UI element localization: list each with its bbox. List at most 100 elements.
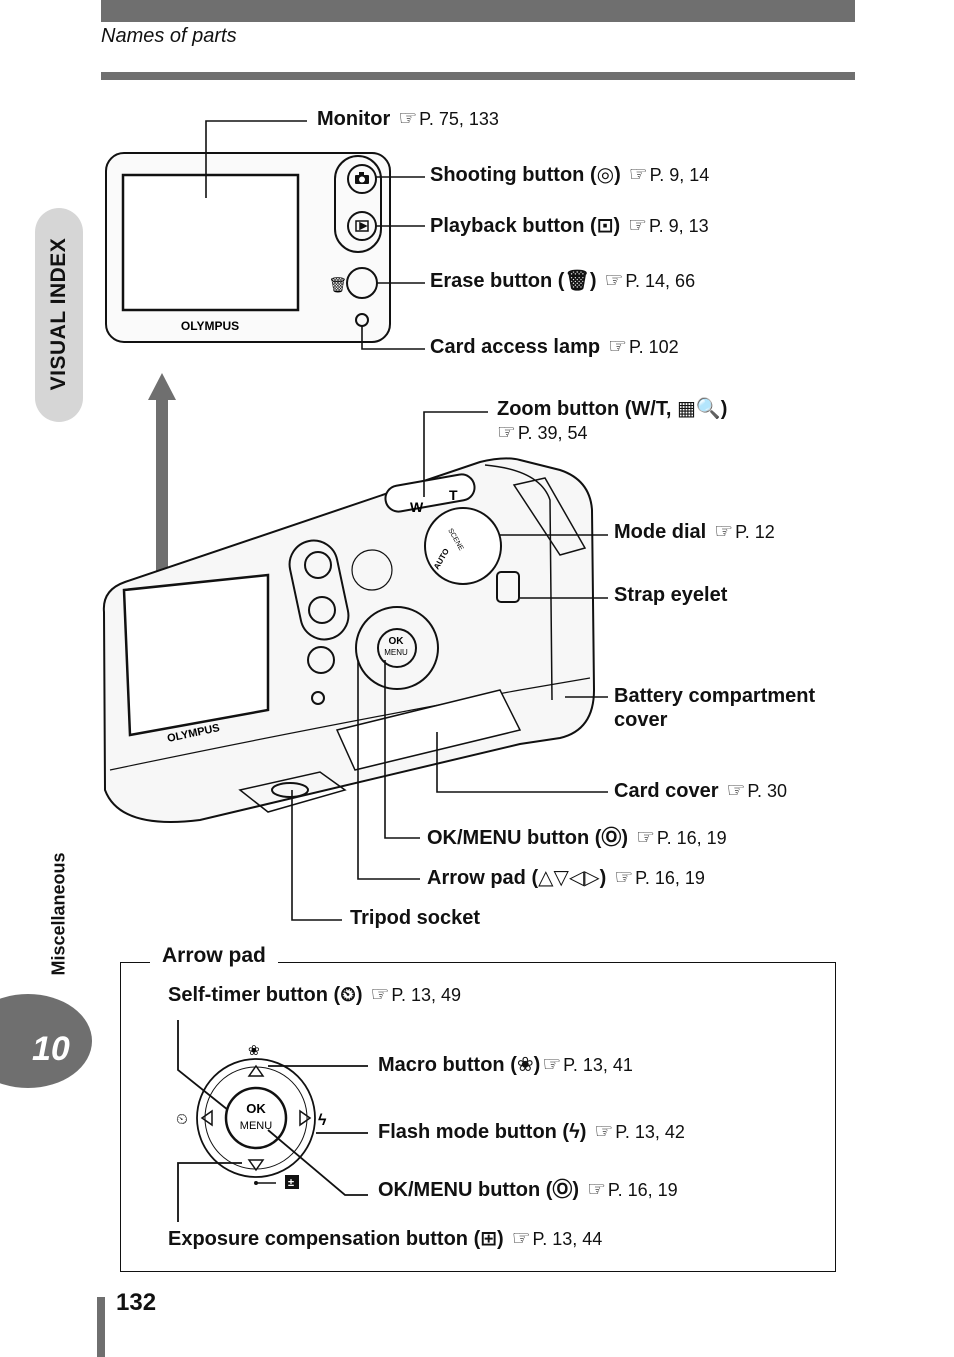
- label-macro: Macro button (❀)☞P. 13, 41: [378, 1053, 633, 1077]
- label-ok-menu-ref: P. 16, 19: [656, 828, 727, 848]
- label-ok-menu-closeup-close: ): [572, 1179, 580, 1201]
- tulip-icon: ❀: [248, 1042, 260, 1058]
- label-ok-menu-closeup-ref: P. 16, 19: [607, 1180, 678, 1200]
- label-mode-dial-ref: P. 12: [735, 522, 775, 542]
- pointing-hand-icon: ☞: [398, 107, 418, 130]
- label-battery-line1: Battery compartment: [614, 685, 816, 707]
- playback-icon: [355, 220, 369, 232]
- label-zoom-close: ): [720, 398, 728, 420]
- pointing-hand-icon: ☞: [714, 520, 734, 543]
- pointing-hand-icon: ☞: [511, 1227, 531, 1250]
- tulip-icon: ❀: [516, 1054, 534, 1076]
- menu-label-perspective: MENU: [384, 648, 408, 657]
- pointing-hand-icon: ☞: [614, 866, 634, 889]
- leader-lines: [205, 120, 608, 921]
- arrow-pad-closeup: [177, 1020, 368, 1222]
- label-arrow-pad: Arrow pad (△▽◁▷)☞P. 16, 19: [427, 866, 705, 890]
- label-monitor-ref: P. 75, 133: [419, 109, 499, 129]
- label-arrow-pad-name: Arrow pad (: [427, 867, 539, 889]
- camera-back-view: [105, 152, 391, 343]
- label-card-cover: Card cover ☞P. 30: [614, 779, 787, 803]
- label-erase-name: Erase button (: [430, 270, 565, 292]
- page-number-bar: [97, 1297, 105, 1357]
- ok-label-closeup: OK: [246, 1101, 266, 1116]
- lightning-icon: ϟ: [569, 1121, 580, 1143]
- ok-label-perspective: OK: [389, 636, 405, 647]
- label-lamp-ref: P. 102: [628, 337, 679, 357]
- label-flash: Flash mode button (ϟ)☞P. 13, 42: [378, 1120, 685, 1144]
- pointing-hand-icon: ☞: [370, 983, 390, 1006]
- label-tripod-socket: Tripod socket: [350, 906, 480, 930]
- label-strap-name: Strap eyelet: [614, 584, 728, 606]
- label-playback-button: Playback button (⊡)☞P. 9, 13: [430, 214, 709, 238]
- magnifier-icon: 🔍: [695, 398, 721, 420]
- thumbnail-grid-icon: ▦: [676, 398, 696, 420]
- label-zoom-ref: P. 39, 54: [517, 423, 588, 443]
- label-flash-name: Flash mode button (: [378, 1121, 570, 1143]
- self-timer-icon: ⏲: [176, 1111, 188, 1128]
- label-macro-name: Macro button (: [378, 1054, 517, 1076]
- label-zoom-name: Zoom button (W/T,: [497, 398, 672, 420]
- label-card-cover-ref: P. 30: [747, 781, 788, 801]
- header-bar: [101, 0, 855, 22]
- pointing-hand-icon: ☞: [726, 779, 746, 802]
- label-ok-menu-button: OK/MENU button (Ⓞ)☞P. 16, 19: [427, 826, 727, 850]
- label-ok-menu-name: OK/MENU button (: [427, 827, 602, 849]
- label-ok-menu-closeup-name: OK/MENU button (: [378, 1179, 553, 1201]
- zoom-w-label: W: [410, 499, 424, 515]
- label-zoom-button: Zoom button (W/T, ▦🔍): [497, 397, 727, 421]
- label-self-timer-close: ): [355, 984, 363, 1006]
- label-monitor-name: Monitor: [317, 108, 391, 130]
- chapter-number: 10: [32, 1030, 70, 1068]
- label-shooting-close: ): [614, 164, 621, 186]
- camera-perspective-view: [102, 457, 596, 823]
- trash-icon: 🗑: [564, 270, 590, 292]
- header-rule: [101, 72, 855, 80]
- label-erase-close: ): [589, 270, 597, 292]
- arrow-pad-box: [120, 962, 836, 1272]
- label-card-access-lamp: Card access lamp☞P. 102: [430, 335, 679, 359]
- arrow-keys-icon: △▽◁▷: [538, 867, 600, 889]
- camera-icon: [355, 172, 369, 184]
- label-ok-menu-close: ): [621, 827, 629, 849]
- label-playback-ref: P. 9, 13: [648, 216, 709, 236]
- label-flash-ref: P. 13, 42: [615, 1122, 685, 1142]
- svg-text:±: ±: [288, 1177, 294, 1189]
- label-exposure-close: ): [497, 1228, 504, 1250]
- label-tripod-name: Tripod socket: [350, 907, 481, 929]
- page-number: 132: [116, 1289, 157, 1316]
- label-card-cover-name: Card cover: [614, 780, 719, 802]
- menu-label-closeup: MENU: [240, 1120, 272, 1132]
- label-strap-eyelet: Strap eyelet: [614, 583, 727, 607]
- label-lamp-name: Card access lamp: [430, 336, 601, 358]
- label-flash-close: ): [579, 1121, 587, 1143]
- section-title: Names of parts: [101, 25, 237, 47]
- pointing-hand-icon: ☞: [604, 269, 624, 292]
- pointing-hand-icon: ☞: [628, 163, 648, 186]
- label-self-timer-name: Self-timer button (: [168, 984, 341, 1006]
- plus-minus-icon: ±: [254, 1175, 299, 1189]
- ok-menu-icon: Ⓞ: [552, 1179, 573, 1201]
- label-ok-menu-closeup: OK/MENU button (Ⓞ) ☞P. 16, 19: [378, 1178, 678, 1202]
- self-timer-icon: ⏲: [340, 984, 356, 1006]
- zoom-t-label: T: [449, 487, 458, 503]
- label-self-timer: Self-timer button (⏲)☞P. 13, 49: [168, 983, 461, 1007]
- label-macro-ref: P. 13, 41: [563, 1055, 633, 1075]
- label-exposure-name: Exposure compensation button (: [168, 1228, 481, 1250]
- label-playback-close: ): [613, 215, 621, 237]
- pointing-hand-icon: ☞: [587, 1178, 606, 1201]
- playback-icon: ⊡: [596, 215, 614, 237]
- label-shooting-button: Shooting button (◎)☞P. 9, 14: [430, 163, 709, 187]
- visual-index-tab: [35, 208, 83, 422]
- brand-logo-back: OLYMPUS: [181, 319, 239, 333]
- label-playback-name: Playback button (: [430, 215, 597, 237]
- trash-icon: 🗑: [328, 277, 347, 294]
- label-battery-cover: Battery compartment cover: [614, 684, 815, 732]
- pointing-hand-icon: ☞: [542, 1053, 562, 1076]
- pointing-hand-icon: ☞: [636, 826, 655, 849]
- label-shooting-ref: P. 9, 14: [649, 165, 710, 185]
- lightning-icon: ϟ: [318, 1112, 327, 1129]
- label-mode-dial: Mode dial☞P. 12: [614, 520, 775, 544]
- label-macro-close: ): [533, 1054, 541, 1076]
